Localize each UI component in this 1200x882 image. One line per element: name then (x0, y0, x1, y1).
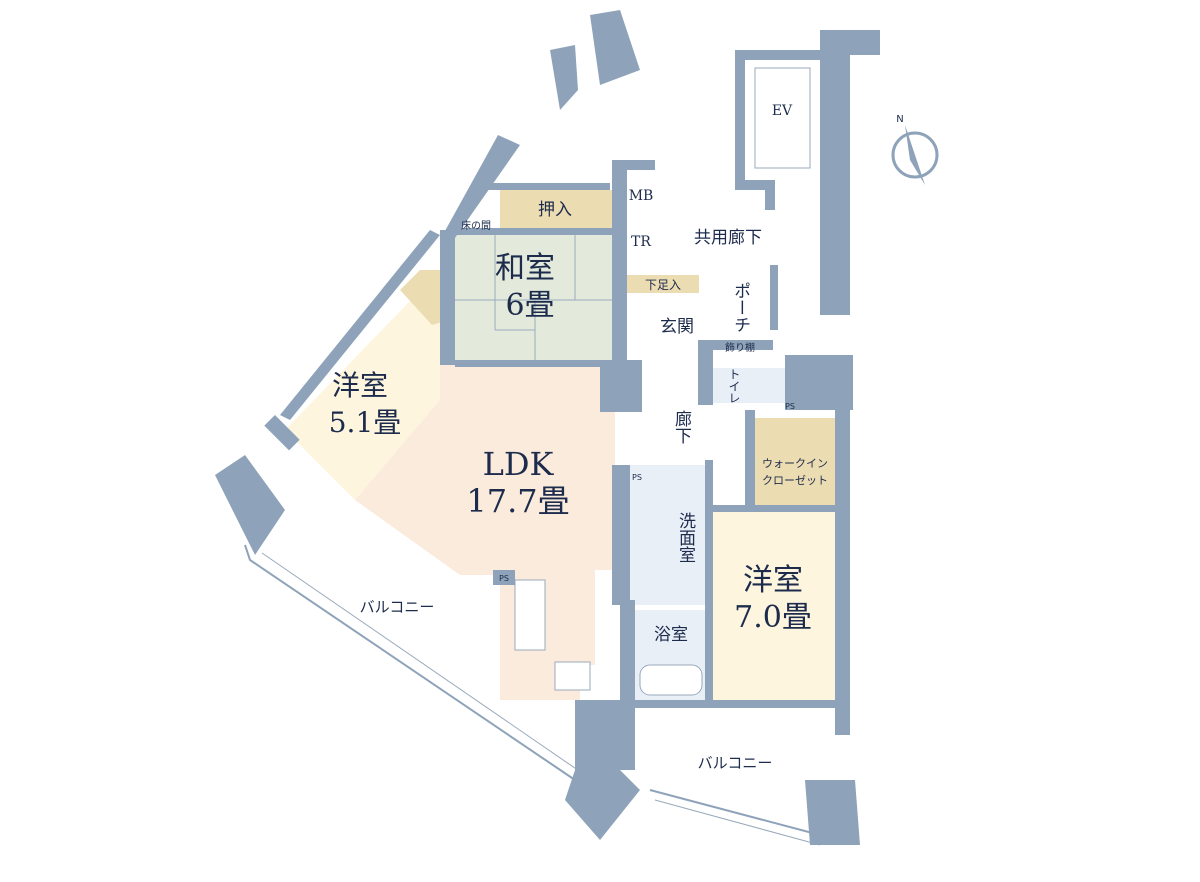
room-yoshitsu-west (285, 245, 455, 500)
genkan-label: 玄関 (660, 317, 694, 337)
bathtub (639, 664, 703, 696)
closet-west (400, 270, 448, 325)
display-shelf-label: 飾り棚 (725, 341, 755, 354)
room-washitsu (455, 235, 612, 360)
wic-label-2: クローゼット (762, 474, 828, 487)
stove (554, 661, 591, 691)
tr-label: TR (631, 234, 651, 250)
yoshitsu-east-name: 洋室 (743, 563, 803, 598)
balcony-south-label: バルコニー (698, 754, 773, 772)
room-yoshitsu-east (712, 510, 835, 700)
compass-icon: N (891, 114, 939, 185)
corridor-label: 廊下 (671, 410, 691, 444)
washitsu-name: 和室 (495, 251, 555, 286)
ps-label-toilet: PS (785, 402, 795, 411)
ev-label: EV (772, 103, 793, 119)
balcony-west-label: バルコニー (360, 598, 435, 616)
yoshitsu-west-size: 5.1畳 (329, 406, 402, 439)
washitsu-size: 6畳 (505, 288, 554, 323)
toilet-room (705, 368, 785, 403)
shoe-box-label: 下足入 (645, 278, 681, 292)
elevator-shaft (754, 67, 811, 169)
oshiire (500, 190, 612, 228)
washroom (630, 465, 705, 605)
ldk-size: 17.7畳 (466, 482, 569, 520)
wic-label-1: ウォークイン (762, 457, 828, 470)
kitchen-counter (514, 579, 546, 651)
balcony-outline (244, 544, 821, 846)
shoe-box (627, 275, 699, 293)
walk-in-closet (752, 418, 835, 506)
walls (215, 10, 880, 845)
ldk-name: LDK (483, 445, 555, 483)
tatami-lines (455, 235, 612, 360)
tokonoma-label: 床の間 (461, 219, 491, 232)
washroom-label: 洗面室 (675, 512, 695, 563)
porch-label: ポーチ (730, 282, 750, 333)
compass-north-label: N (896, 114, 903, 125)
yoshitsu-east-size: 7.0畳 (734, 600, 812, 635)
bathroom-label: 浴室 (654, 625, 688, 645)
toilet-label: トイレ (727, 368, 741, 404)
oshiire-label: 押入 (538, 200, 572, 220)
mb-label: MB (629, 188, 654, 204)
ps-label-washroom: PS (632, 473, 642, 482)
common-corridor-label: 共用廊下 (694, 228, 762, 248)
ps-label-kitchen: PS (499, 574, 509, 583)
room-ldk (355, 365, 615, 700)
yoshitsu-west-name: 洋室 (332, 369, 388, 402)
